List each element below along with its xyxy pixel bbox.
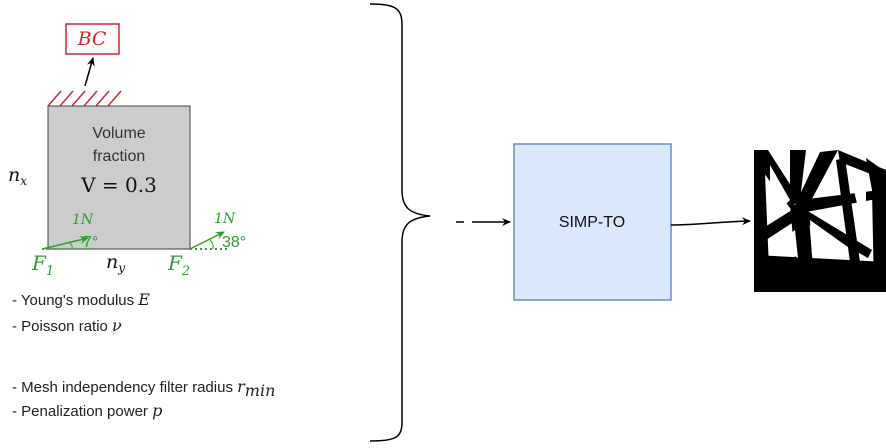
- param-youngs-modulus: - Young's modulus E: [12, 290, 150, 309]
- curly-brace: [369, 3, 431, 442]
- bc-arrow: [84, 57, 95, 87]
- ny-label: ny: [106, 251, 125, 275]
- param-poisson-ratio: - Poisson ratio ν: [12, 316, 122, 335]
- force-1-magnitude: 1N: [72, 212, 94, 228]
- nx-label: nx: [8, 164, 27, 188]
- force-1-angle: 7°: [83, 234, 98, 251]
- param-penalization-power: - Penalization power p: [12, 401, 163, 420]
- force-2-label: F2: [167, 251, 190, 279]
- force-2-arrow: [189, 231, 225, 250]
- fixed-support-hatch: [47, 90, 122, 107]
- force-2: 1N 38° F2: [167, 211, 246, 279]
- topology-result-image: [754, 150, 886, 292]
- param-filter-radius: - Mesh independency filter radius rmin: [12, 377, 276, 400]
- bc-label: BC: [77, 28, 107, 50]
- bc-box: BC: [65, 23, 120, 55]
- force-2-angle: 38°: [222, 234, 246, 251]
- output-arrow: [670, 217, 751, 226]
- force-1-label: F1: [31, 251, 54, 279]
- domain-line-volume-value: V = 0.3: [80, 173, 157, 197]
- force-2-magnitude: 1N: [214, 211, 236, 227]
- domain-line-volume: Volume: [92, 125, 145, 142]
- force-1: 1N 7° F1: [31, 212, 98, 279]
- simp-to-label: SIMP-TO: [559, 214, 625, 231]
- force-2-angle-arc: [209, 239, 214, 250]
- domain-line-fraction: fraction: [93, 148, 145, 165]
- force-1-angle-arc: [69, 242, 73, 250]
- simp-to-box: SIMP-TO: [513, 143, 672, 301]
- force-1-arrow: [41, 235, 89, 250]
- design-domain-box: Volume fraction V = 0.3: [47, 105, 191, 250]
